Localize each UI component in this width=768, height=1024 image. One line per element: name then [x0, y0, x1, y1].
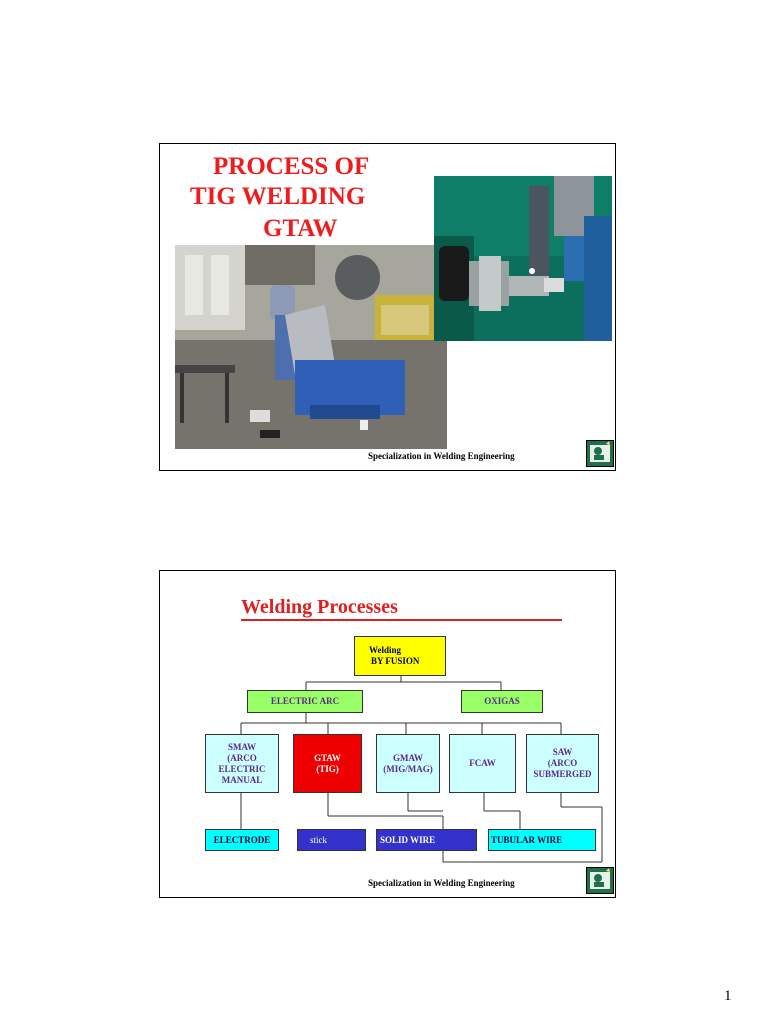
smaw-box: SMAW (ARCO ELECTRIC MANUAL	[205, 734, 279, 793]
root-welding-box: Welding BY FUSION	[354, 636, 446, 676]
solid-wire-box: SOLID WIRE	[376, 829, 477, 851]
slide-title-line-1: PROCESS OF	[213, 153, 370, 180]
fcaw-box: FCAW	[449, 734, 516, 793]
page-number: 1	[724, 988, 732, 1004]
saw-line-2: (ARCO	[547, 758, 578, 768]
smaw-line-3: ELECTRIC	[218, 763, 266, 774]
welder-logo-icon	[586, 440, 614, 467]
tig-machine-photo	[434, 176, 612, 341]
smaw-line-4: MANUAL	[221, 774, 263, 785]
slide-title: Welding Processes	[241, 596, 398, 618]
smaw-line-1: SMAW	[227, 741, 256, 752]
saw-line-3: SUBMERGED	[533, 769, 592, 779]
stick-box: stick	[297, 829, 366, 851]
welder-logo-icon	[586, 867, 614, 894]
gmaw-box: GMAW (MIG/MAG)	[376, 734, 440, 793]
slide-welding-processes: Welding Processes	[159, 570, 616, 898]
tig-machine-illustration	[434, 176, 612, 341]
title-underline	[241, 619, 562, 621]
electrode-box: ELECTRODE	[205, 829, 279, 851]
gtaw-line-2: (TIG)	[316, 763, 339, 774]
workshop-welding-photo	[175, 245, 447, 449]
gtaw-box: GTAW (TIG)	[293, 734, 362, 793]
slide-title-line-2: TIG WELDING	[190, 183, 366, 210]
saw-box: SAW (ARCO SUBMERGED	[526, 734, 599, 793]
oxigas-box: OXIGAS	[461, 690, 543, 713]
slide-footer: Specialization in Welding Engineering	[368, 878, 515, 888]
smaw-line-2: (ARCO	[227, 752, 257, 763]
slide-tig-welding: PROCESS OF TIG WELDING GTAW	[159, 143, 616, 471]
diagram-connectors	[240, 676, 603, 863]
root-label-2: BY FUSION	[371, 656, 420, 666]
root-label-1: Welding	[369, 645, 402, 655]
gmaw-line-2: (MIG/MAG)	[383, 763, 433, 774]
gtaw-line-1: GTAW	[314, 752, 341, 763]
slide-title-line-3: GTAW	[263, 215, 338, 242]
tubular-wire-box: TUBULAR WIRE	[488, 829, 596, 851]
saw-line-1: SAW	[552, 747, 573, 757]
slide-footer: Specialization in Welding Engineering	[368, 451, 515, 461]
workshop-scene-illustration	[175, 245, 447, 449]
electric-arc-box: ELECTRIC ARC	[247, 690, 363, 713]
gmaw-line-1: GMAW	[393, 752, 423, 763]
